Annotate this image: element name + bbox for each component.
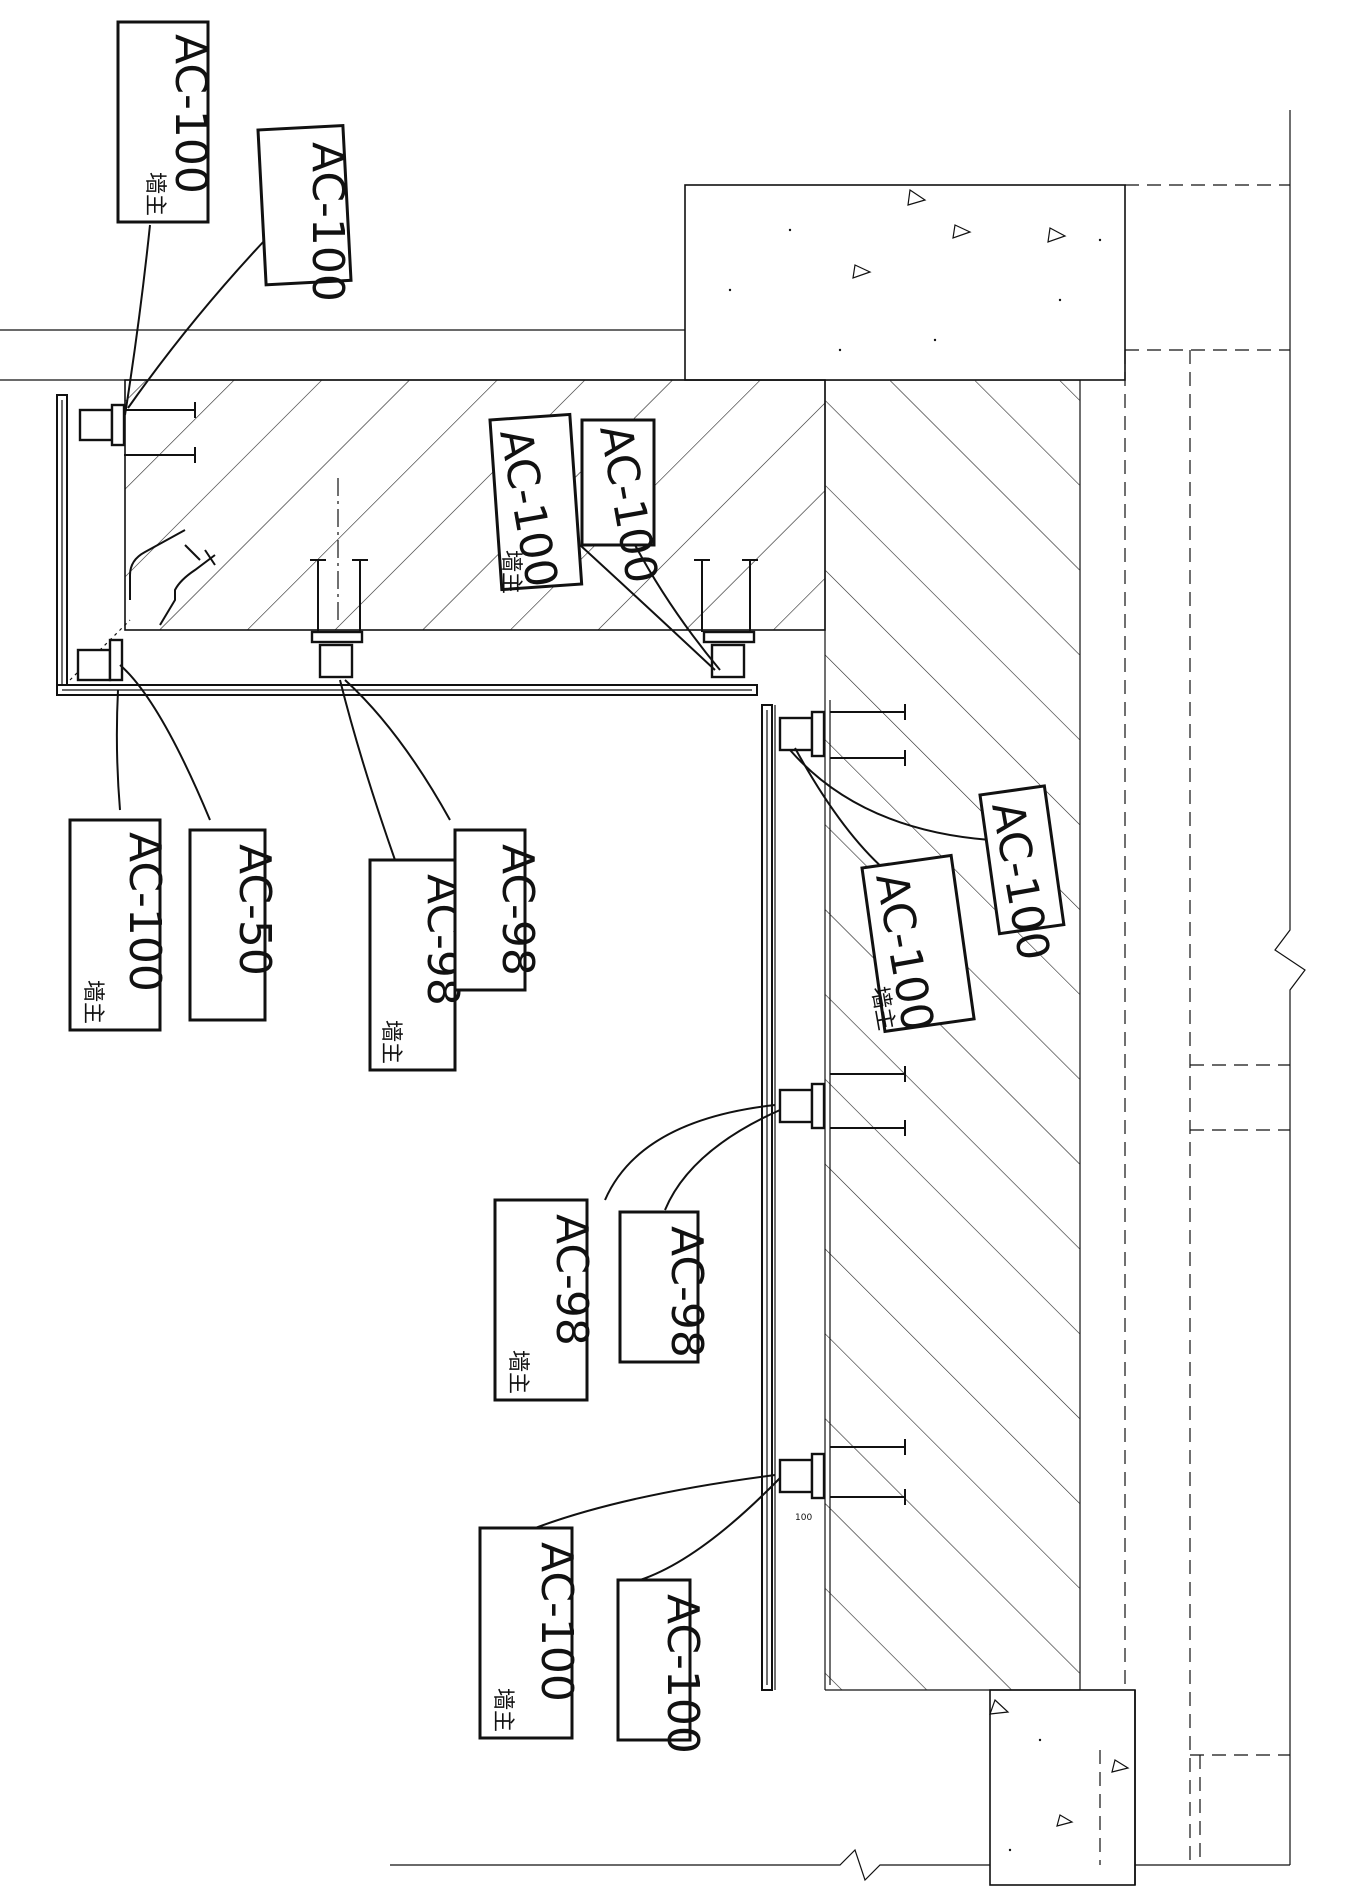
- svg-text:AC-98: AC-98: [546, 1214, 597, 1346]
- label-l2: AC-100: [256, 123, 353, 302]
- concrete-block-bottom: [989, 1689, 1136, 1886]
- label-l14: AC-100: [616, 1578, 708, 1754]
- label-l11: AC-98 墙主: [493, 1198, 597, 1402]
- bracket-wall-2: [778, 1066, 906, 1136]
- concrete-block-top: [684, 184, 1290, 381]
- svg-text:墙主: 墙主: [498, 550, 523, 594]
- svg-text:AC-100: AC-100: [165, 34, 216, 194]
- dashed-outlines: [1099, 349, 1290, 1865]
- label-l8: AC-98: [453, 828, 543, 992]
- bracket-top-left: [78, 402, 196, 463]
- svg-text:AC-50: AC-50: [229, 844, 280, 976]
- labels: AC-100 墙主 AC-100 AC-100 墙主 AC-100: [68, 20, 1066, 1754]
- leader-lines: [115, 224, 991, 1581]
- svg-text:墙主: 墙主: [142, 172, 167, 216]
- label-l3: AC-100 墙主: [488, 412, 584, 594]
- label-l1: AC-100 墙主: [116, 20, 216, 224]
- svg-text:AC-100: AC-100: [119, 832, 170, 992]
- svg-text:墙主: 墙主: [378, 1020, 403, 1064]
- svg-text:墙主: 墙主: [80, 980, 105, 1024]
- svg-text:AC-98: AC-98: [661, 1226, 712, 1358]
- bracket-corner: [76, 529, 216, 682]
- label-l12: AC-98: [618, 1210, 712, 1364]
- label-l13: AC-100 墙主: [478, 1526, 582, 1740]
- wall-right: [824, 380, 1080, 1691]
- svg-text:AC-100: AC-100: [531, 1542, 582, 1702]
- dimension-label: 100: [795, 1513, 812, 1523]
- svg-text:AC-98: AC-98: [492, 844, 543, 976]
- bracket-soffit-mid: [310, 559, 368, 679]
- label-l6: AC-50: [188, 828, 280, 1022]
- label-l5: AC-100 墙主: [68, 818, 170, 1032]
- label-l10: AC-100 墙主: [860, 853, 976, 1035]
- cladding: [56, 394, 776, 1691]
- svg-text:墙主: 墙主: [505, 1350, 530, 1394]
- bracket-wall-3: [778, 1439, 906, 1505]
- slab-upper: [124, 379, 826, 631]
- brackets: 100: [76, 402, 906, 1523]
- svg-text:AC-100: AC-100: [657, 1594, 708, 1754]
- label-l7: AC-98 墙主: [368, 858, 468, 1072]
- svg-text:AC-100: AC-100: [302, 142, 353, 302]
- bracket-wall-1: [778, 704, 906, 766]
- svg-text:墙主: 墙主: [490, 1688, 515, 1732]
